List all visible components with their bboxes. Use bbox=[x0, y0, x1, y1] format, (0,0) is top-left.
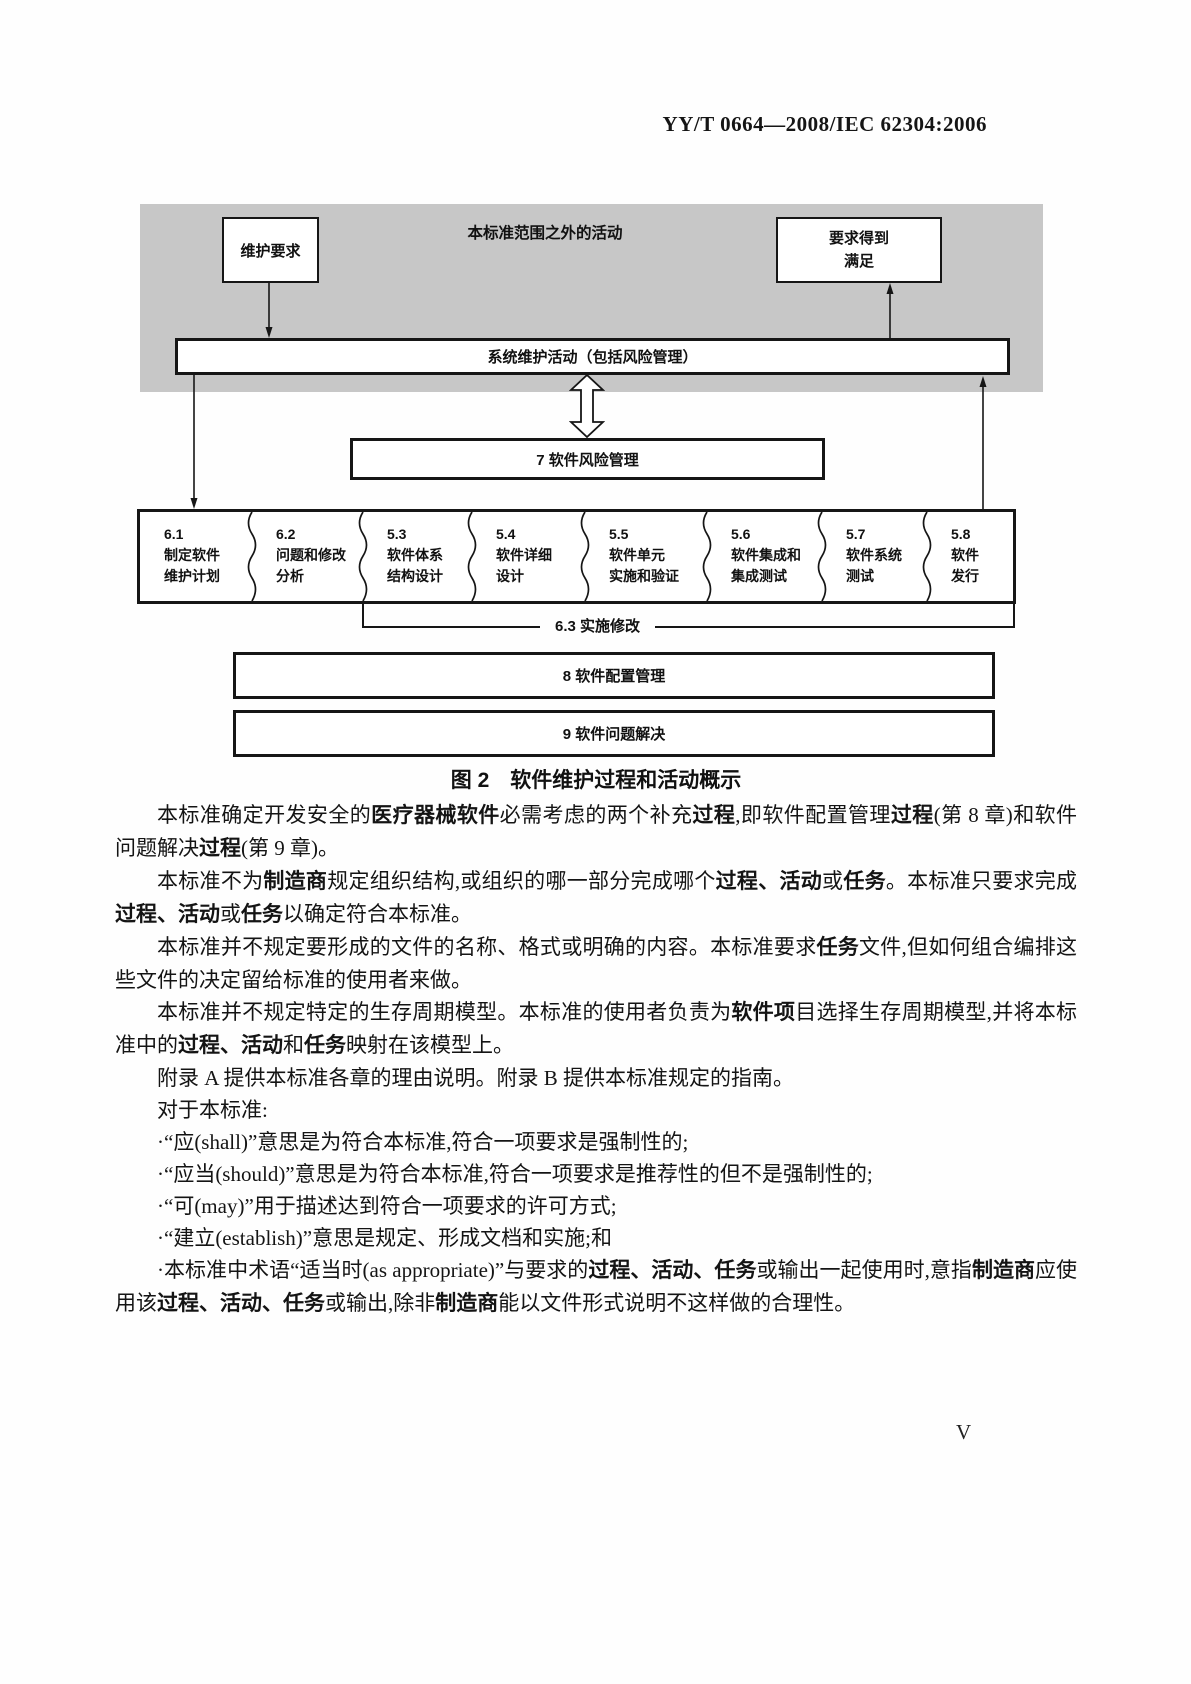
process-box-5-7: 5.7 软件系统 测试 bbox=[846, 526, 902, 584]
software-risk-management-box: 7 软件风险管理 bbox=[350, 438, 825, 480]
arrow-down-icon bbox=[190, 375, 198, 509]
process-box-5-8: 5.8 软件 发行 bbox=[951, 526, 979, 584]
system-maintenance-box: 系统维护活动（包括风险管理） bbox=[175, 338, 1010, 375]
process-box-5-4: 5.4 软件详细 设计 bbox=[496, 526, 552, 584]
wavy-divider-icon bbox=[817, 512, 827, 601]
bullet-shall: ·“应(shall)”意思是为符合本标准,符合一项要求是强制性的; bbox=[157, 1130, 689, 1154]
bracket-line bbox=[1013, 604, 1015, 628]
process-box-6-1: 6.1 制定软件 维护计划 bbox=[164, 526, 220, 584]
body-text: 本标准确定开发安全的医疗器械软件必需考虑的两个补充过程,即软件配置管理过程(第 … bbox=[115, 799, 1077, 1320]
bullet-establish: ·“建立(establish)”意思是规定、形成文档和实施;和 bbox=[157, 1226, 612, 1250]
wavy-divider-icon bbox=[467, 512, 477, 601]
paragraph-organization: 本标准不为制造商规定组织结构,或组织的哪一部分完成哪个过程、活动或任务。本标准只… bbox=[115, 869, 1078, 926]
arrow-down-icon bbox=[265, 283, 273, 338]
figure-caption: 图 2 软件维护过程和活动概示 bbox=[450, 769, 742, 792]
page-number: V bbox=[956, 1420, 972, 1444]
arrow-up-icon bbox=[979, 376, 987, 509]
bullet-should: ·“应当(should)”意思是为符合本标准,符合一项要求是推荐性的但不是强制性… bbox=[157, 1162, 873, 1186]
requirement-satisfied-line1: 要求得到 bbox=[828, 230, 889, 247]
paragraph-annexes: 附录 A 提供本标准各章的理由说明。附录 B 提供本标准规定的指南。 bbox=[157, 1066, 795, 1090]
process-row: 6.1 制定软件 维护计划 6.2 问题和修改 分析 5.3 软件体系 结构设计… bbox=[137, 509, 1016, 604]
process-box-5-3: 5.3 软件体系 结构设计 bbox=[387, 526, 443, 584]
wavy-divider-icon bbox=[702, 512, 712, 601]
bullet-as-appropriate: ·本标准中术语“适当时(as appropriate)”与要求的过程、活动、任务… bbox=[115, 1258, 1078, 1315]
wavy-divider-icon bbox=[247, 512, 257, 601]
outside-scope-label: 本标准范围之外的活动 bbox=[467, 225, 623, 242]
wavy-divider-icon bbox=[580, 512, 590, 601]
bracket-line bbox=[655, 626, 1015, 628]
wavy-divider-icon bbox=[922, 512, 932, 601]
bullet-may: ·“可(may)”用于描述达到符合一项要求的许可方式; bbox=[157, 1194, 617, 1218]
bracket-line bbox=[362, 604, 364, 628]
maintenance-request-box: 维护要求 bbox=[222, 217, 319, 283]
bidirectional-arrow-icon bbox=[569, 374, 605, 438]
paragraph-documents: 本标准并不规定要形成的文件的名称、格式或明确的内容。本标准要求任务文件,但如何组… bbox=[115, 935, 1077, 992]
document-number: YY/T 0664—2008/IEC 62304:2006 bbox=[662, 112, 987, 136]
process-box-6-2: 6.2 问题和修改 分析 bbox=[276, 526, 346, 584]
paragraph-lifecycle-model: 本标准并不规定特定的生存周期模型。本标准的使用者负责为软件项目选择生存周期模型,… bbox=[115, 1000, 1078, 1057]
process-box-5-5: 5.5 软件单元 实施和验证 bbox=[609, 526, 679, 584]
wavy-divider-icon bbox=[358, 512, 368, 601]
arrow-up-icon bbox=[886, 283, 894, 338]
bracket-line bbox=[363, 626, 540, 628]
requirement-satisfied-line2: 满足 bbox=[843, 253, 874, 270]
paragraph-supplementary-processes: 本标准确定开发安全的医疗器械软件必需考虑的两个补充过程,即软件配置管理过程(第 … bbox=[115, 803, 1078, 860]
software-config-management-box: 8 软件配置管理 bbox=[233, 652, 995, 699]
software-problem-resolution-box: 9 软件问题解决 bbox=[233, 710, 995, 757]
paragraph-for-this-standard: 对于本标准: bbox=[157, 1098, 268, 1122]
requirement-satisfied-box: 要求得到 满足 bbox=[776, 217, 942, 283]
process-box-5-6: 5.6 软件集成和 集成测试 bbox=[731, 526, 801, 584]
implement-modification-label: 6.3 实施修改 bbox=[554, 618, 641, 635]
